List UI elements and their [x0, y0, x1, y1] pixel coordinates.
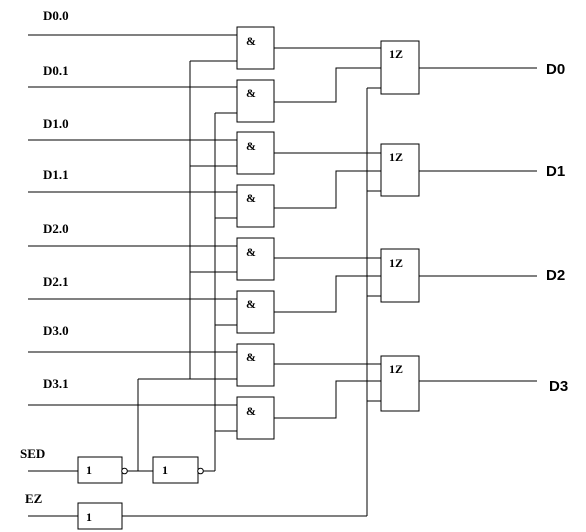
svg-text:&: &	[246, 139, 256, 153]
input-wires	[28, 34, 237, 406]
input-label-d2-1: D2.1	[43, 274, 69, 289]
output-label-d2: D2	[546, 267, 565, 284]
svg-text:&: &	[246, 350, 256, 364]
buffer-gate-ez: 1	[77, 502, 123, 530]
svg-text:1Z: 1Z	[389, 150, 403, 164]
svg-text:1Z: 1Z	[389, 47, 403, 61]
input-label-d1-0: D1.0	[43, 116, 69, 131]
input-label-d0-0: D0.0	[43, 8, 69, 23]
and-gate-3: &	[236, 184, 275, 228]
svg-text:1: 1	[86, 510, 92, 524]
tristate-gate-1: 1Z	[380, 143, 420, 197]
and-gate-7: &	[236, 396, 275, 440]
svg-text:1Z: 1Z	[389, 362, 403, 376]
and-gate-5: &	[236, 290, 275, 334]
output-label-d1: D1	[546, 163, 565, 180]
and-gate-6: &	[236, 343, 275, 387]
tristate-gate-0: 1Z	[380, 40, 420, 95]
output-label-d3: D3	[549, 378, 568, 395]
input-label-d2-0: D2.0	[43, 221, 69, 236]
input-label-d3-1: D3.1	[43, 376, 69, 391]
svg-text:1: 1	[162, 463, 168, 477]
input-label-d3-0: D3.0	[43, 323, 69, 338]
not-gate-2: 1	[152, 456, 204, 484]
output-wires	[419, 67, 537, 382]
input-label-sed: SED	[20, 446, 45, 461]
and-gate-0: &	[236, 26, 275, 70]
tristate-gate-3: 1Z	[380, 355, 420, 412]
svg-text:&: &	[246, 297, 256, 311]
input-label-ez: EZ	[25, 491, 43, 506]
and-gate-4: &	[236, 237, 275, 281]
input-label-d0-1: D0.1	[43, 63, 69, 78]
svg-text:1: 1	[86, 463, 92, 477]
select-bus	[28, 60, 381, 517]
and-gate-2: &	[236, 131, 275, 175]
svg-text:&: &	[246, 404, 256, 418]
svg-text:1Z: 1Z	[389, 256, 403, 270]
output-label-d0: D0	[546, 61, 565, 78]
svg-text:&: &	[246, 245, 256, 259]
and-gate-1: &	[236, 79, 275, 123]
tristate-gate-2: 1Z	[380, 248, 420, 303]
not-gate-1: 1	[77, 456, 128, 484]
svg-text:&: &	[246, 191, 256, 205]
svg-text:&: &	[246, 34, 256, 48]
and-output-wires	[274, 47, 381, 419]
input-label-d1-1: D1.1	[43, 167, 69, 182]
svg-text:&: &	[246, 86, 256, 100]
